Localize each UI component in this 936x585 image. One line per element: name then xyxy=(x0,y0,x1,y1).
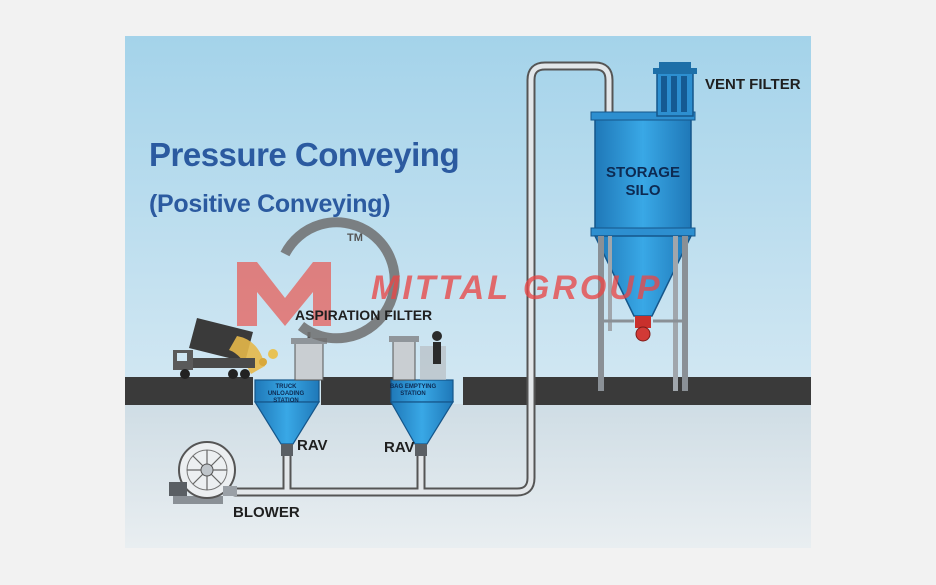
diagram-panel: Pressure Conveying (Positive Conveying) … xyxy=(125,36,811,548)
tipper-truck xyxy=(173,318,278,379)
blower-label: BLOWER xyxy=(233,504,300,521)
diagram-canvas xyxy=(125,36,811,548)
ground-middle xyxy=(321,377,393,405)
blower xyxy=(169,441,237,504)
brand-watermark-text: MITTAL GROUP xyxy=(371,269,663,307)
aspiration-filter-label: ASPIRATION FILTER xyxy=(295,307,433,323)
trademark-mark: TM xyxy=(347,232,363,244)
diagram-title: Pressure Conveying xyxy=(149,136,460,173)
truck-unloading-station-label: TRUCK UNLOADING STATION xyxy=(267,384,305,404)
ground-left xyxy=(125,377,253,405)
storage-silo-label: STORAGE SILO xyxy=(606,164,680,199)
aspiration-filter xyxy=(291,332,327,381)
diagram-subtitle: (Positive Conveying) xyxy=(149,190,391,218)
ground-right xyxy=(463,377,811,405)
truck-unloading-hopper xyxy=(253,379,321,456)
mittal-logo-watermark xyxy=(237,217,400,344)
vent-filter-label: VENT FILTER xyxy=(705,76,801,93)
underground-area xyxy=(125,404,811,548)
vent-filter xyxy=(653,62,697,117)
storage-silo xyxy=(590,111,696,391)
conveying-pipeline-inner xyxy=(232,63,612,495)
bag-emptying-hopper xyxy=(389,379,455,456)
bag-emptying-station-label: BAG EMPTYING STATION xyxy=(389,384,437,397)
bag-station-filter xyxy=(389,331,446,381)
rav-left-label: RAV xyxy=(297,437,328,454)
rav-right-label: RAV xyxy=(384,439,415,456)
